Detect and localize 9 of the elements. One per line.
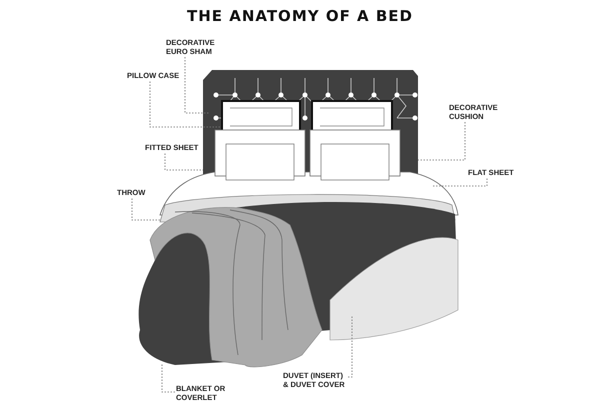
title: THE ANATOMY OF A BED xyxy=(186,7,414,25)
leader-line xyxy=(184,56,210,114)
leader-line xyxy=(164,153,204,170)
leader-line xyxy=(132,198,160,220)
leader-line xyxy=(418,122,466,160)
leader-line xyxy=(150,81,220,128)
leader-line xyxy=(162,364,176,392)
leader-line xyxy=(348,314,352,378)
leader-line xyxy=(432,178,488,186)
